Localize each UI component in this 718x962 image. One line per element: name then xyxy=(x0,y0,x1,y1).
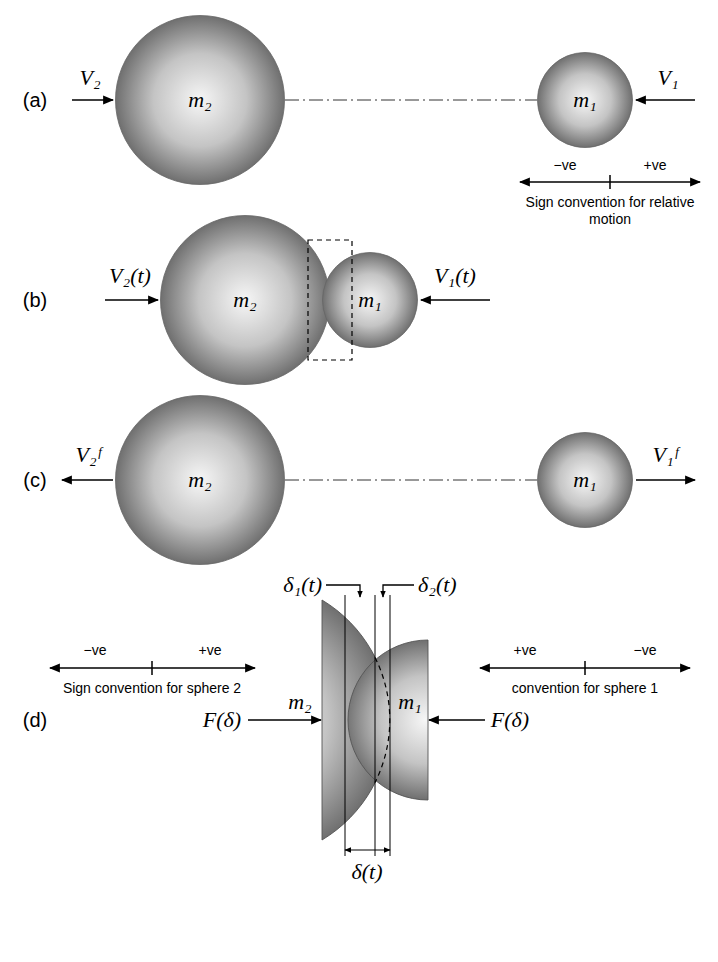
sign-convention-text: −ve xyxy=(84,642,107,659)
symbol-label: V₁ᶠ xyxy=(653,443,678,467)
mass-label: m₁ xyxy=(573,468,597,492)
sphere-section: m₁ xyxy=(345,640,428,800)
contact-zone-box xyxy=(308,240,352,360)
sign-convention-text: convention for sphere 1 xyxy=(512,680,658,697)
velocity-arrow xyxy=(105,299,158,301)
dimension-line xyxy=(345,595,346,856)
velocity-arrow xyxy=(62,479,113,481)
panel-label: (c) xyxy=(23,469,46,491)
mass-label: m₂ xyxy=(233,288,257,312)
panel-label: (d) xyxy=(23,709,47,731)
symbol-label: V₁(t) xyxy=(434,264,476,288)
symbol-label: F(δ) xyxy=(491,708,529,732)
sign-convention-tick xyxy=(609,175,611,189)
sign-convention-text: −ve xyxy=(554,157,577,174)
velocity-arrow xyxy=(421,299,490,301)
sphere: m₁ xyxy=(537,432,633,528)
symbol-label: V₂ xyxy=(79,66,100,90)
leader-line xyxy=(326,585,360,597)
symbol-label: V₁ xyxy=(657,66,678,90)
dimension-arrow xyxy=(345,849,390,850)
velocity-arrow xyxy=(72,99,113,101)
sign-convention-text: +ve xyxy=(199,642,222,659)
mass-label: m₂ xyxy=(188,88,212,112)
sphere: m₂ xyxy=(115,15,285,185)
sphere: m₂ xyxy=(160,215,330,385)
mass-label: m₂ xyxy=(288,690,312,714)
sphere-body xyxy=(116,396,285,565)
sphere-body xyxy=(538,433,633,528)
sphere-body xyxy=(116,16,285,185)
symbol-label: δ₂(t) xyxy=(418,573,457,597)
mass-label: m₁ xyxy=(573,88,597,112)
dimension-line xyxy=(375,595,376,856)
symbol-label: δ(t) xyxy=(352,860,383,884)
sign-convention-text: +ve xyxy=(514,642,537,659)
sphere-body xyxy=(161,216,330,385)
sphere: m₁ xyxy=(322,252,418,348)
sign-convention-text: Sign convention for relative motion xyxy=(515,194,705,228)
sign-convention-tick xyxy=(584,661,586,675)
center-line xyxy=(285,480,537,481)
leader-line xyxy=(383,585,414,597)
symbol-label: F(δ) xyxy=(203,708,241,732)
mass-label: m₂ xyxy=(188,468,212,492)
sphere-section-body xyxy=(348,640,428,800)
sphere-outline xyxy=(345,640,428,800)
sphere: m₁ xyxy=(537,52,633,148)
panel-label: (b) xyxy=(23,289,47,311)
symbol-label: δ₁(t) xyxy=(283,573,322,597)
hidden-sphere-outline xyxy=(375,657,390,782)
mass-label: m₁ xyxy=(398,690,422,714)
dimension-line xyxy=(390,595,391,856)
sign-convention-text: −ve xyxy=(634,642,657,659)
velocity-arrow xyxy=(636,479,695,481)
force-arrow xyxy=(429,719,485,721)
sign-convention-text: Sign convention for sphere 2 xyxy=(63,680,241,697)
mass-label: m₁ xyxy=(358,288,382,312)
center-line xyxy=(285,100,537,101)
sphere: m₂ xyxy=(115,395,285,565)
symbol-label: V₂(t) xyxy=(109,264,151,288)
force-arrow xyxy=(248,719,321,721)
symbol-label: V₂ᶠ xyxy=(76,443,101,467)
panel-label: (a) xyxy=(23,89,47,111)
sign-convention-text: +ve xyxy=(644,157,667,174)
sphere-body xyxy=(323,253,418,348)
sign-convention-tick xyxy=(151,661,153,675)
velocity-arrow xyxy=(636,99,695,101)
sphere-body xyxy=(538,53,633,148)
